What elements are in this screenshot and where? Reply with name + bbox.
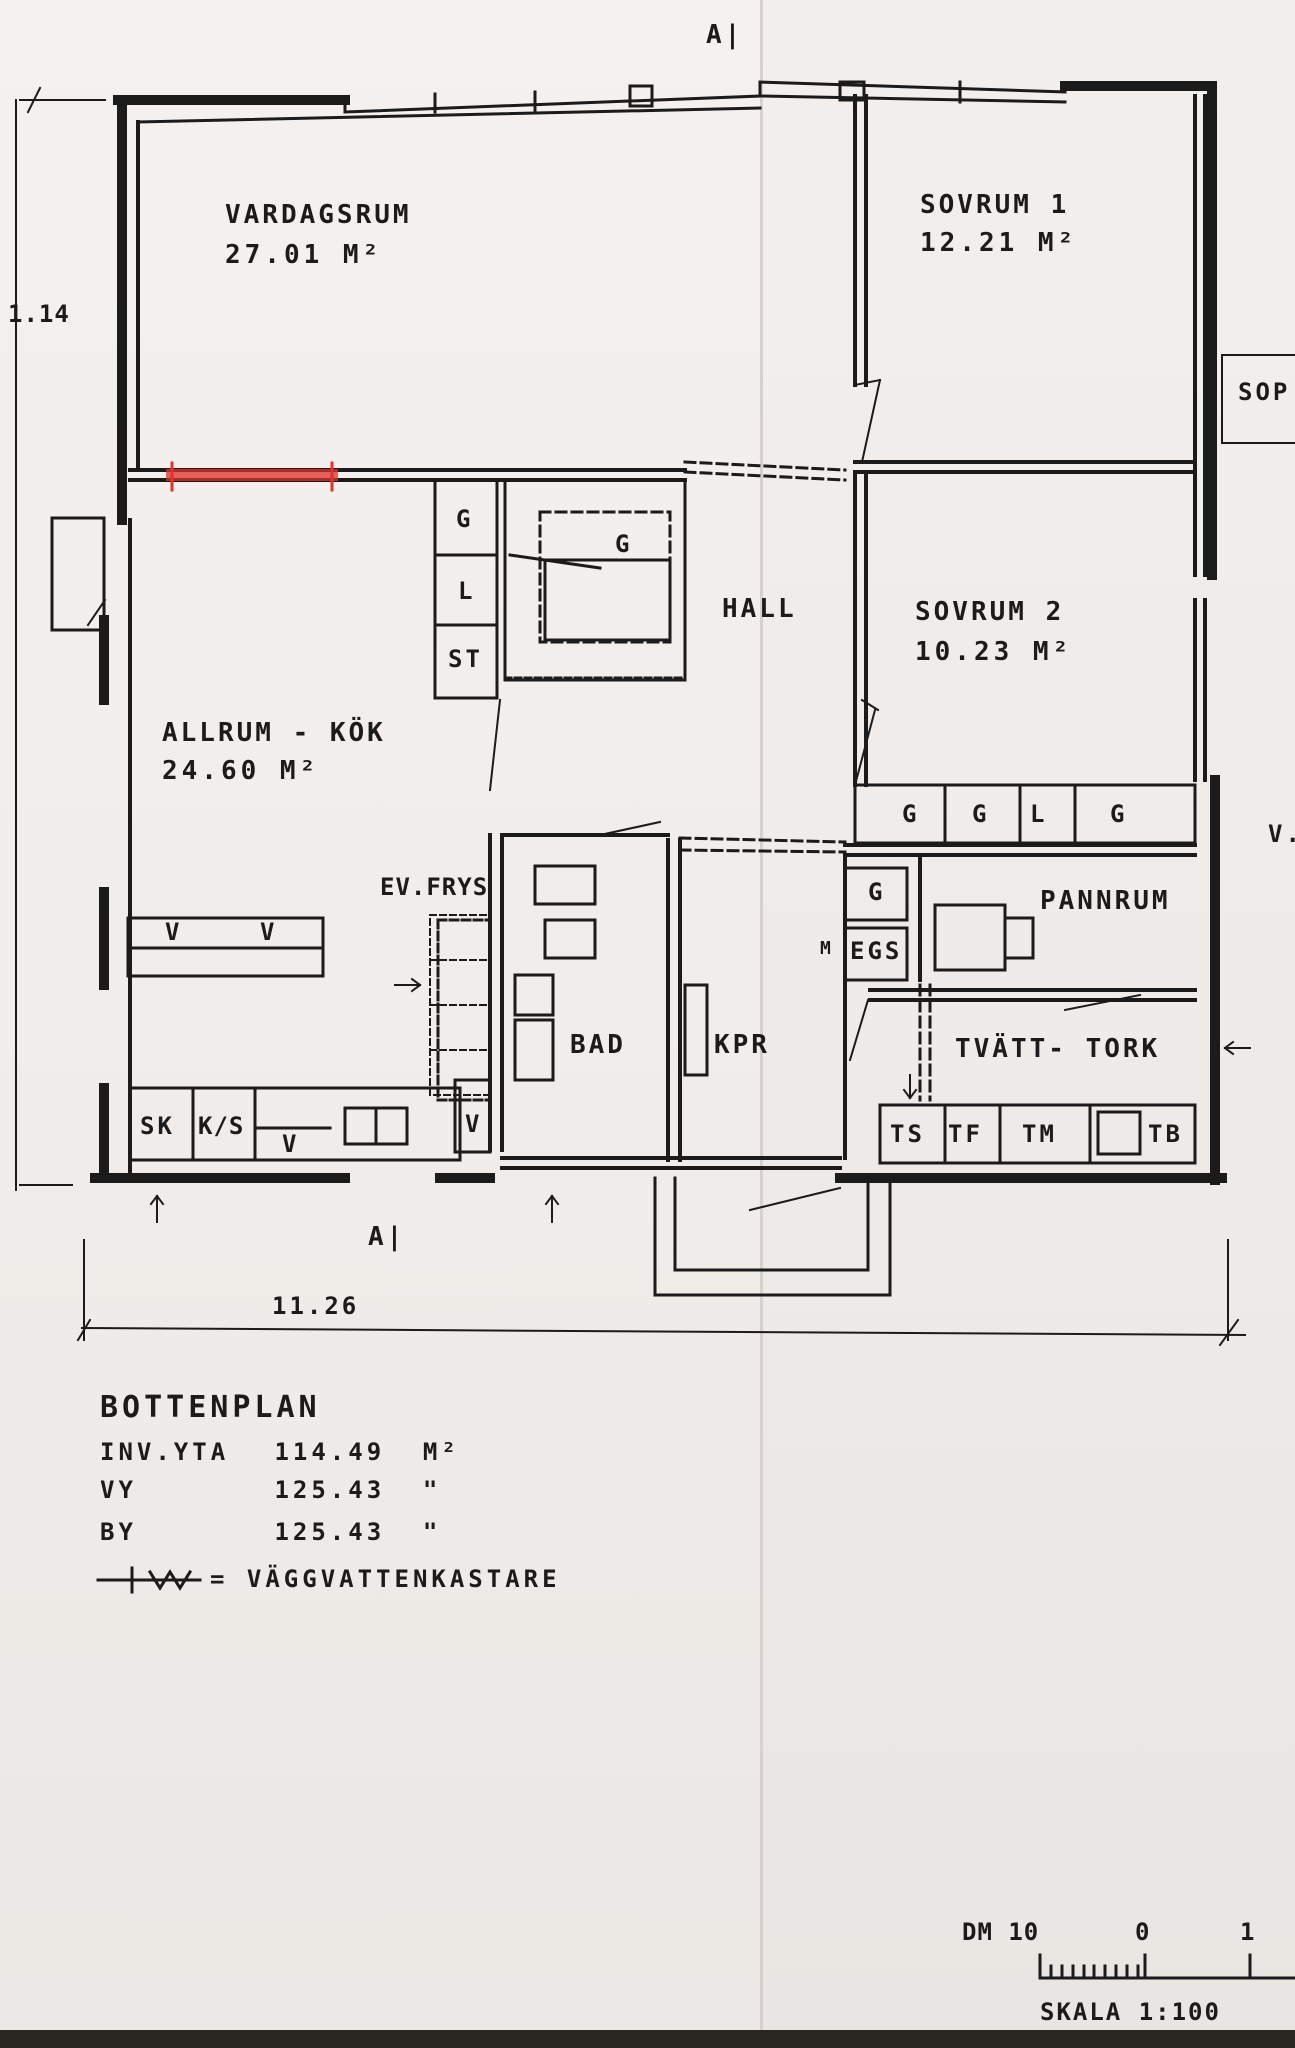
fixture-v-stair: V	[465, 1110, 483, 1138]
room-name-vardagsrum: VARDAGSRUM	[225, 200, 412, 230]
legend-value: 125.43	[274, 1476, 386, 1504]
fixture-l-cabinet: L	[458, 577, 476, 605]
bathroom-fixtures	[436, 864, 709, 1102]
table-edge	[0, 2030, 1295, 2048]
room-name-hall: HALL	[722, 594, 797, 624]
fixture-ks: K/S	[198, 1112, 245, 1140]
legend-value: 114.49	[274, 1438, 386, 1466]
fixture-egs: EGS	[850, 937, 903, 965]
scale-one: 1	[1240, 1918, 1258, 1946]
legend-row-by: BY 125.43 "	[100, 1518, 441, 1546]
dimension-left-edge: 1.14	[8, 300, 70, 328]
room-name-sovrum2: SOVRUM 2	[915, 597, 1065, 627]
fixture-g-wardrobe-3: G	[1110, 800, 1128, 828]
legend-row-inv-yta: INV.YTA 114.49 M²	[100, 1438, 460, 1466]
cabinet-block	[433, 478, 687, 700]
top-wall-windows	[136, 80, 1067, 124]
fixture-v-counter: V	[282, 1130, 300, 1158]
legend-unit: "	[422, 1476, 442, 1504]
section-marker-bottom: A|	[368, 1222, 406, 1252]
wardrobe-row	[853, 783, 1197, 845]
legend-symbol-desc: = VÄGGVATTENKASTARE	[210, 1565, 561, 1593]
fixture-ts: TS	[890, 1120, 925, 1148]
fixture-g-cabinet: G	[456, 505, 474, 533]
fixture-g-wardrobe-2: G	[972, 800, 990, 828]
fixture-sk: SK	[140, 1112, 175, 1140]
room-area-vardagsrum: 27.01 M²	[225, 240, 383, 270]
dashed-openings	[538, 460, 932, 1102]
room-name-tvatt-tork: TVÄTT- TORK	[955, 1034, 1161, 1064]
stair-marks	[429, 914, 491, 1096]
dimension-width: 11.26	[272, 1292, 360, 1320]
door-swings	[86, 378, 1142, 1212]
fixture-g-hall: G	[615, 530, 633, 558]
legend-key: INV.YTA	[100, 1438, 230, 1466]
fixture-tb: TB	[1148, 1120, 1183, 1148]
fixture-st-cabinet: ST	[448, 645, 483, 673]
fixture-tm: TM	[1022, 1120, 1057, 1148]
scale-label: SKALA 1:100	[1040, 1998, 1221, 2026]
paper-fold	[760, 0, 763, 2030]
annotation-sop: SOP	[1238, 378, 1291, 406]
room-area-sovrum2: 10.23 M²	[915, 637, 1073, 667]
room-name-sovrum1: SOVRUM 1	[920, 190, 1070, 220]
fixture-v-wall-1: V	[165, 918, 183, 946]
fixture-v-wall-2: V	[260, 918, 278, 946]
fixture-g-wardrobe-1: G	[902, 800, 920, 828]
fixture-g-pannrum: G	[868, 878, 886, 906]
legend-value: 125.43	[274, 1518, 386, 1546]
fixture-tf: TF	[948, 1120, 983, 1148]
scale-zero: 0	[1135, 1918, 1153, 1946]
legend-title: BOTTENPLAN	[100, 1390, 321, 1425]
entrance-step	[50, 516, 892, 1297]
fixture-l-wardrobe: L	[1030, 800, 1048, 828]
fixture-m: M	[820, 938, 834, 959]
legend-key: VY	[100, 1476, 137, 1504]
dimension-lines	[15, 86, 1247, 1347]
fixture-ev-frys: EV.FRYS	[380, 873, 489, 901]
legend-key: BY	[100, 1518, 137, 1546]
annotation-v-right: V.	[1268, 820, 1295, 848]
room-area-allrum: 24.60 M²	[162, 756, 320, 786]
legend-row-vy: VY 125.43 "	[100, 1476, 441, 1504]
exterior-walls	[90, 81, 1227, 1185]
room-name-kpr: KPR	[714, 1030, 770, 1060]
room-area-sovrum1: 12.21 M²	[920, 228, 1078, 258]
arrows	[149, 977, 1251, 1223]
room-name-allrum: ALLRUM - KÖK	[162, 718, 386, 748]
legend-unit: "	[422, 1518, 442, 1546]
legend-unit: M²	[422, 1438, 460, 1466]
kitchen-counter	[126, 916, 492, 1162]
scale-dm: DM 10	[962, 1918, 1040, 1946]
section-marker-top: A|	[706, 20, 744, 50]
scale-bar	[1038, 1953, 1295, 1980]
room-name-bad: BAD	[570, 1030, 626, 1060]
laundry-row	[843, 866, 1197, 1165]
water-spout-symbol	[96, 1566, 202, 1594]
room-name-pannrum: PANNRUM	[1040, 886, 1171, 916]
